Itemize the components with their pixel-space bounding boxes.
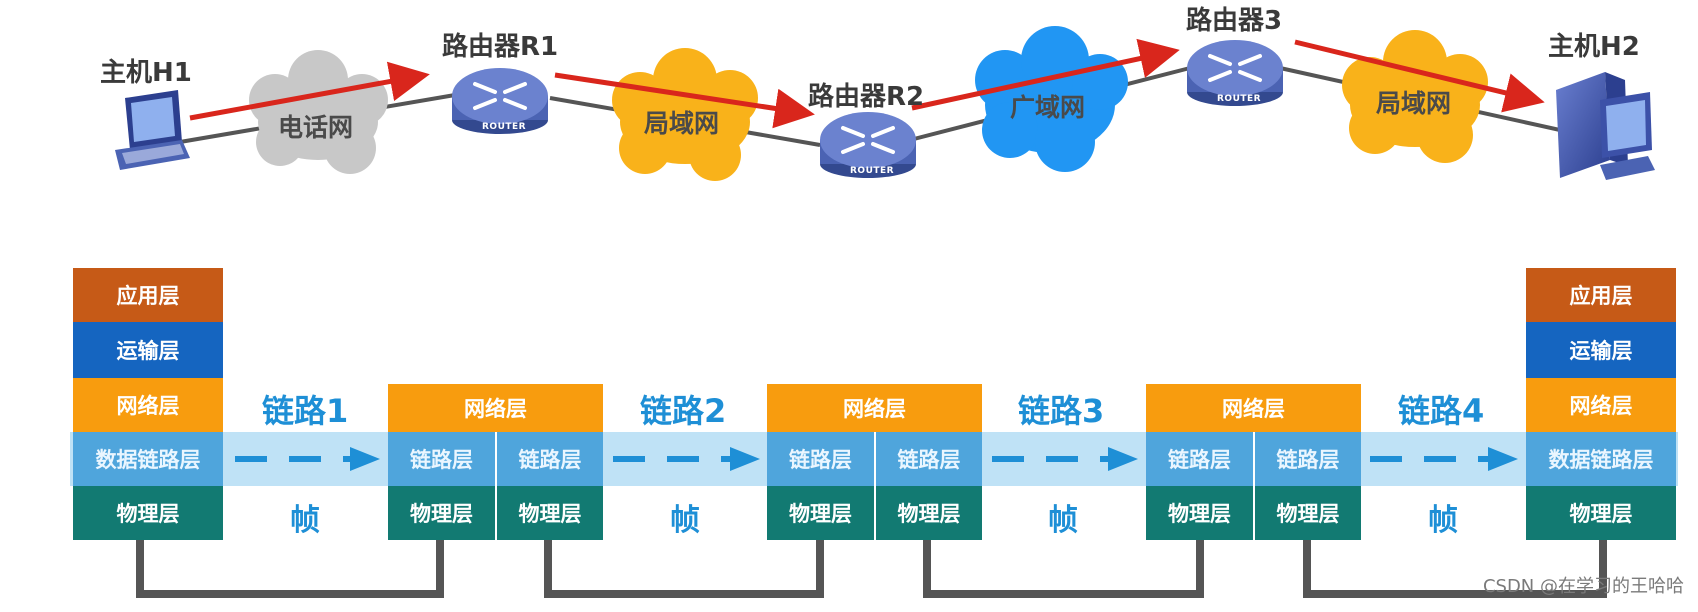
r3-link-layer-right: 链路层 <box>1253 432 1361 486</box>
r3-link-layer-left: 链路层 <box>1146 432 1253 486</box>
h1-network-layer: 网络层 <box>73 378 223 432</box>
link-dashed-arrows <box>235 447 1518 471</box>
cloud-lan-2 <box>1342 30 1488 163</box>
link-4-label: 链路4 <box>1398 392 1485 430</box>
router-r1-badge: ROUTER <box>482 122 527 132</box>
host-h2-label: 主机H2 <box>1548 32 1640 62</box>
frame-label-2: 帧 <box>670 503 700 538</box>
router-r1-icon <box>452 68 548 134</box>
frame-label-3: 帧 <box>1048 503 1078 538</box>
r2-link-layer-right: 链路层 <box>874 432 982 486</box>
watermark: CSDN @在学习的王哈哈 <box>1482 576 1684 597</box>
r1-physical-layer-right: 物理层 <box>495 486 603 540</box>
host-h1-label: 主机H1 <box>100 58 192 88</box>
cloud-wan <box>975 26 1128 172</box>
link-3-label: 链路3 <box>1018 392 1105 430</box>
r1-physical-layer-left: 物理层 <box>388 486 495 540</box>
r2-physical-layer-right: 物理层 <box>874 486 982 540</box>
cloud-wan-label: 广域网 <box>1010 93 1086 122</box>
r2-network-layer: 网络层 <box>767 384 982 432</box>
desktop-computer-icon <box>1556 72 1655 180</box>
physical-cables <box>136 540 1607 598</box>
r1-link-layer-left: 链路层 <box>388 432 495 486</box>
h1-application-layer: 应用层 <box>73 268 223 322</box>
router-r3-icon <box>1187 40 1283 106</box>
h1-physical-layer: 物理层 <box>73 486 223 540</box>
h2-network-layer: 网络层 <box>1526 378 1676 432</box>
data-path-arrows <box>189 38 1545 129</box>
h2-application-layer: 应用层 <box>1526 268 1676 322</box>
r3-network-layer: 网络层 <box>1146 384 1361 432</box>
r2-physical-layer-left: 物理层 <box>767 486 874 540</box>
frame-label-4: 帧 <box>1428 503 1458 538</box>
r3-physical-layer-right: 物理层 <box>1253 486 1361 540</box>
h1-datalink-layer: 数据链路层 <box>73 432 223 486</box>
r2-link-layer-left: 链路层 <box>767 432 874 486</box>
h1-transport-layer: 运输层 <box>73 322 223 378</box>
router-r3-badge: ROUTER <box>1217 94 1262 104</box>
h2-physical-layer: 物理层 <box>1526 486 1676 540</box>
cloud-phone-label: 电话网 <box>278 113 354 142</box>
laptop-icon <box>115 90 190 170</box>
h2-datalink-layer: 数据链路层 <box>1526 432 1676 486</box>
r1-link-layer-right: 链路层 <box>495 432 603 486</box>
link-2-label: 链路2 <box>640 392 727 430</box>
router-r2-icon <box>820 112 916 178</box>
router-r2-label: 路由器R2 <box>808 82 925 112</box>
h2-transport-layer: 运输层 <box>1526 322 1676 378</box>
cloud-lan-2-label: 局域网 <box>1376 89 1452 118</box>
router-r3-label: 路由器3 <box>1186 6 1283 36</box>
router-r1-label: 路由器R1 <box>442 32 559 62</box>
r3-physical-layer-left: 物理层 <box>1146 486 1253 540</box>
cloud-lan-1-label: 局域网 <box>644 109 720 138</box>
router-r2-badge: ROUTER <box>850 166 895 176</box>
link-1-label: 链路1 <box>262 392 349 430</box>
frame-label-1: 帧 <box>290 503 320 538</box>
r1-network-layer: 网络层 <box>388 384 603 432</box>
